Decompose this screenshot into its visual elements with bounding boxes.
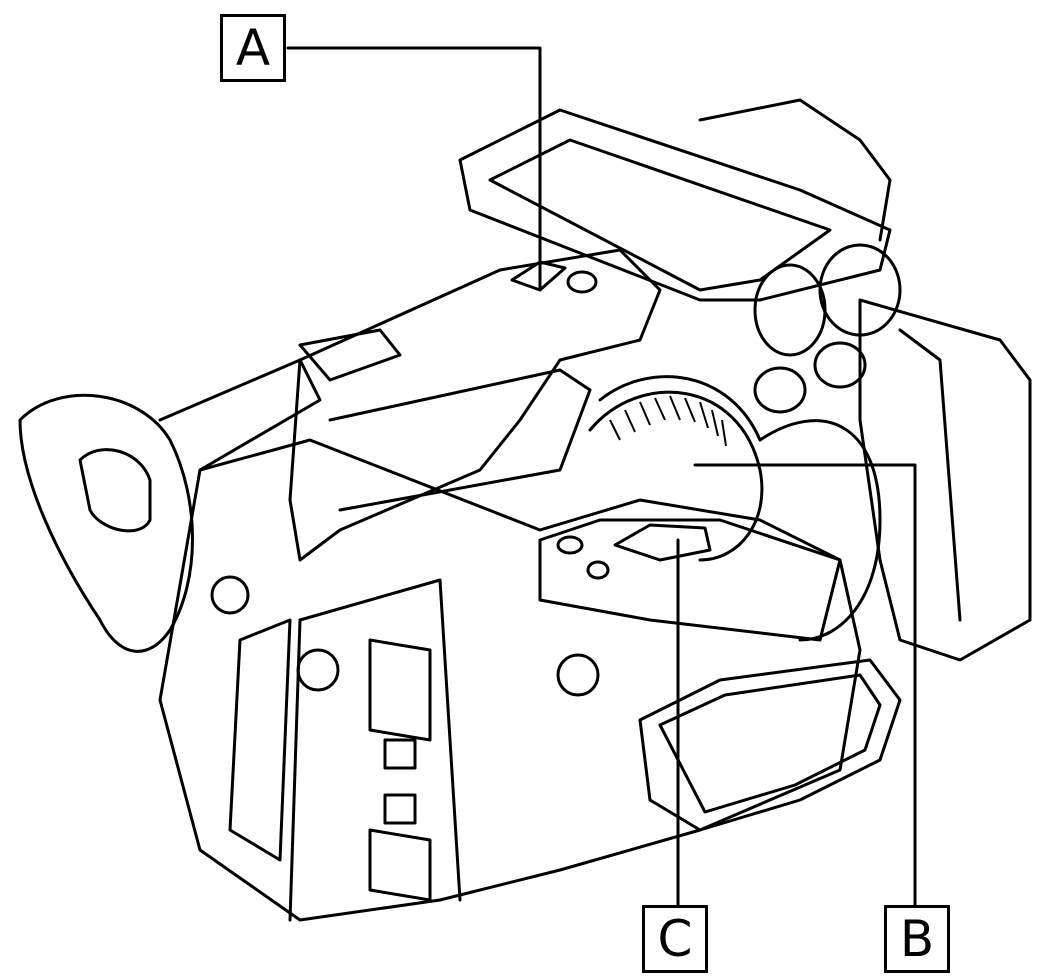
eyecup xyxy=(18,358,322,653)
leader-line-a xyxy=(286,46,542,292)
leader-line-b xyxy=(693,463,917,907)
top-handle xyxy=(288,248,662,562)
grip-strap xyxy=(638,658,902,832)
camera-body xyxy=(158,438,902,922)
zoom-lever xyxy=(613,523,712,562)
callout-a: A xyxy=(220,14,286,82)
callout-c: C xyxy=(642,905,708,973)
lens-ring xyxy=(588,375,764,562)
microphone xyxy=(753,243,902,414)
lcd-panel xyxy=(458,98,892,302)
callout-b: B xyxy=(884,905,950,973)
lens-hood xyxy=(758,298,1032,662)
